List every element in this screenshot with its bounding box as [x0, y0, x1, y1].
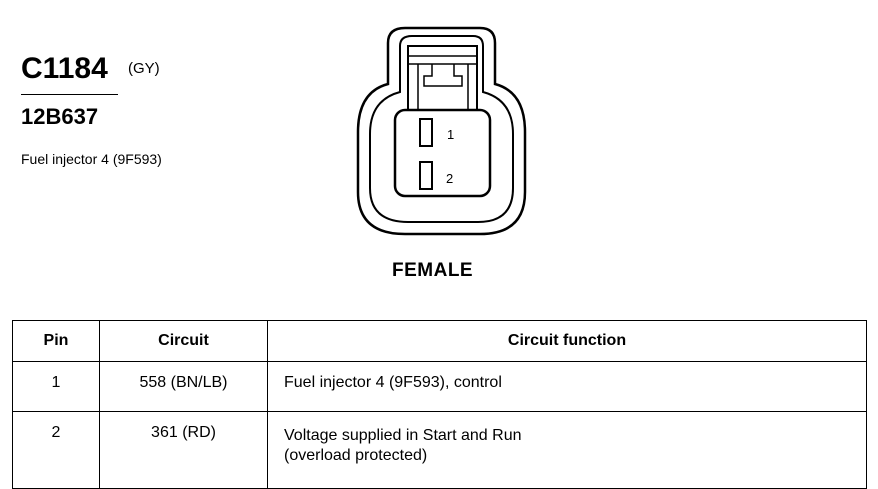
cell-pin: 2: [12, 411, 100, 489]
connector-description: Fuel injector 4 (9F593): [21, 151, 162, 167]
pin-1-label: 1: [447, 127, 454, 142]
table-row: 2 361 (RD) Voltage supplied in Start and…: [12, 411, 867, 489]
function-line: (overload protected): [284, 447, 428, 464]
connector-code: C1184: [21, 52, 108, 85]
connector-outer-shell: [356, 26, 527, 236]
pin-table: Pin Circuit Circuit function 1 558 (BN/L…: [12, 320, 867, 489]
pin-1-cavity: [419, 118, 433, 147]
function-line: Fuel injector 4 (9F593), control: [284, 374, 502, 391]
function-line: Voltage supplied in Start and Run: [284, 427, 522, 444]
connector-gender: FEMALE: [392, 260, 474, 281]
pin-2-cavity: [419, 161, 433, 190]
cell-circuit: 361 (RD): [99, 411, 268, 489]
connector-color: (GY): [128, 60, 160, 77]
title-underline: [21, 94, 118, 95]
header-circuit: Circuit: [99, 320, 268, 362]
header-circuit-function: Circuit function: [267, 320, 867, 362]
connector-inner-shell: [369, 35, 514, 223]
cell-pin: 1: [12, 361, 100, 412]
part-number: 12B637: [21, 104, 99, 129]
table-row: 1 558 (BN/LB) Fuel injector 4 (9F593), c…: [12, 361, 867, 412]
pin-2-label: 2: [446, 171, 453, 186]
latch-tab: [423, 64, 463, 87]
terminal-block: [393, 108, 492, 198]
cell-function: Fuel injector 4 (9F593), control: [267, 361, 867, 412]
cell-function: Voltage supplied in Start and Run (overl…: [267, 411, 867, 489]
table-header-row: Pin Circuit Circuit function: [12, 320, 867, 362]
connector-face-diagram: 1 2: [356, 26, 527, 236]
cell-circuit: 558 (BN/LB): [99, 361, 268, 412]
header-pin: Pin: [12, 320, 100, 362]
